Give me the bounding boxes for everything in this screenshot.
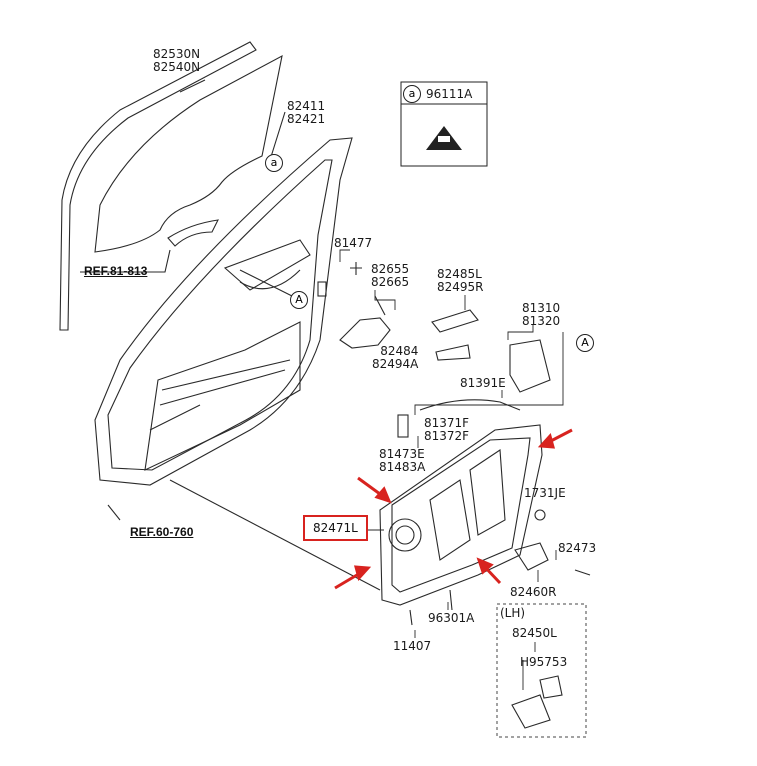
label-h95753: H95753 bbox=[520, 655, 568, 669]
ref-60-760-link[interactable]: REF.60-760 bbox=[130, 525, 194, 539]
callout-a-box: a bbox=[403, 85, 421, 103]
callout-A-right: A bbox=[576, 334, 594, 352]
label-lh: (LH) bbox=[500, 606, 526, 620]
label-81391e: 81391E bbox=[460, 376, 506, 390]
window-run-channel bbox=[59, 41, 257, 331]
callout-A-upper: A bbox=[290, 291, 308, 309]
highlighted-part-82471l: 82471L bbox=[303, 515, 368, 541]
label-82473: 82473 bbox=[558, 541, 597, 555]
callout-a-glass: a bbox=[265, 154, 283, 172]
label-96301a: 96301A bbox=[428, 611, 475, 625]
door-frame bbox=[94, 137, 353, 486]
label-96111a: 96111A bbox=[426, 87, 473, 101]
door-module-panel bbox=[379, 424, 543, 606]
label-1731je: 1731JE bbox=[524, 486, 566, 500]
label-81477: 81477 bbox=[334, 236, 373, 250]
label-82460r: 82460R bbox=[510, 585, 557, 599]
label-82450l: 82450L bbox=[512, 626, 557, 640]
label-11407: 11407 bbox=[393, 639, 432, 653]
warning-label-icon bbox=[426, 126, 462, 150]
lh-box bbox=[496, 603, 587, 738]
door-glass bbox=[94, 54, 283, 253]
ref-81-813-link[interactable]: REF.81-813 bbox=[84, 264, 148, 278]
